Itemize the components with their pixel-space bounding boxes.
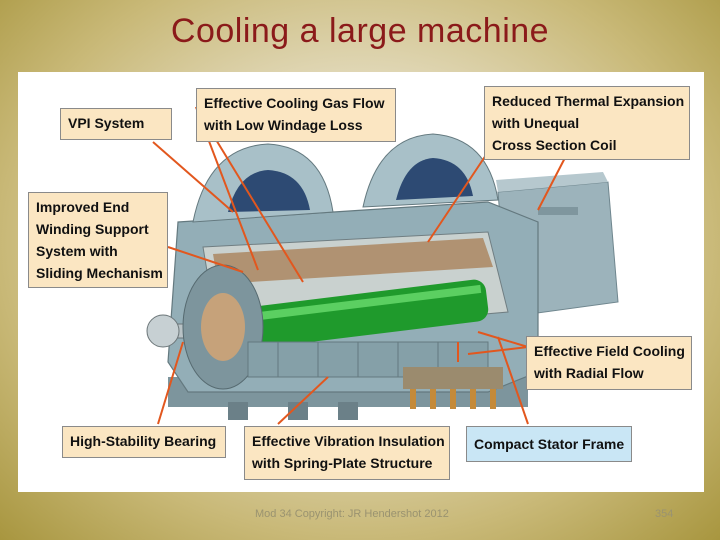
callout-line: Sliding Mechanism (36, 265, 163, 281)
page-number: 354 (655, 508, 674, 520)
callout-line: High-Stability Bearing (70, 433, 217, 449)
footer-copyright: Mod 34 Copyright: JR Hendershot 2012 (255, 508, 449, 520)
generator-cutaway-illustration (146, 106, 619, 425)
callout-line: with Radial Flow (534, 365, 644, 381)
callout-line: Improved End (36, 199, 130, 215)
callout-field-cooling: Effective Field Cooling with Radial Flow (526, 336, 692, 390)
callout-stator-frame: Compact Stator Frame (466, 426, 632, 462)
callout-line: with Low Windage Loss (204, 117, 363, 133)
callout-end-winding: Improved End Winding Support System with… (28, 192, 168, 288)
base-feet (228, 402, 248, 420)
callout-line: with Unequal (492, 115, 580, 131)
callout-bearing: High-Stability Bearing (62, 426, 226, 458)
callout-line: System with (36, 243, 118, 259)
callout-line: Winding Support (36, 221, 149, 237)
callout-line: Cross Section Coil (492, 137, 617, 153)
callout-line: Effective Cooling Gas Flow (204, 95, 385, 111)
bottom-terminals (403, 367, 503, 389)
callout-line: Effective Field Cooling (534, 343, 685, 359)
slide-title: Cooling a large machine (170, 12, 550, 50)
callout-thermal-expansion: Reduced Thermal Expansion with Unequal C… (484, 86, 690, 160)
callout-line: VPI System (68, 115, 145, 131)
callout-cooling-gas-flow: Effective Cooling Gas Flow with Low Wind… (196, 88, 396, 142)
callout-line: Effective Vibration Insulation (252, 433, 445, 449)
callout-line: Compact Stator Frame (474, 436, 625, 452)
callout-vibration: Effective Vibration Insulation with Spri… (244, 426, 450, 480)
callout-vpi-system: VPI System (60, 108, 172, 140)
callout-line: with Spring-Plate Structure (252, 455, 433, 471)
callout-line: Reduced Thermal Expansion (492, 93, 685, 109)
machine-figure: VPI System Effective Cooling Gas Flow wi… (18, 72, 704, 492)
